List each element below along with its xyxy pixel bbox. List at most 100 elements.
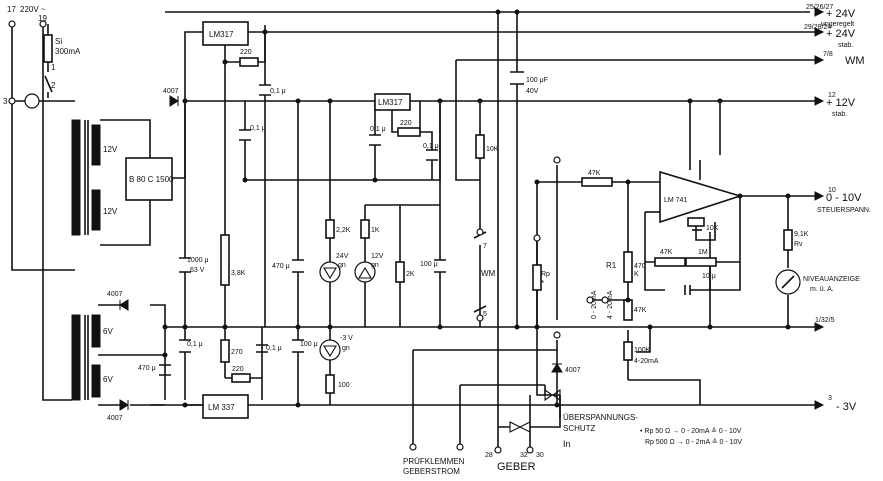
resistor-220-mid <box>397 127 421 137</box>
diode-4007-label-top: 4007 <box>163 88 179 95</box>
resistor-270 <box>220 339 230 363</box>
resistor-1m <box>685 257 717 267</box>
out-12v: + 12V <box>826 97 856 109</box>
led-glyphs <box>323 266 372 358</box>
led-neg3-label: -3 V <box>340 335 353 342</box>
lm337-label: LM 337 <box>208 403 235 412</box>
diode-4007-top <box>169 95 179 107</box>
r470k-k-label: K <box>634 271 639 278</box>
r2k2-label: 2,2K <box>336 227 351 234</box>
wm-pin5-label: 5 <box>483 311 487 318</box>
cap-01u-low <box>179 339 191 353</box>
led-neg3-gn-label: gn <box>342 345 350 352</box>
cap-01u-right <box>426 149 438 161</box>
xfmr-12v-b: 12V <box>103 207 118 216</box>
r220-bot-label: 220 <box>232 366 244 373</box>
fuse-label: Si <box>55 37 62 46</box>
resistor-2k <box>395 261 405 283</box>
r1-label: R1 <box>606 261 617 270</box>
c470u-low-label: 470 μ <box>138 365 156 372</box>
led24-gn-label: gn <box>338 262 346 269</box>
r2k-label: 2K <box>406 271 415 278</box>
r47k-low-label: 47K <box>634 307 647 314</box>
meter-needle <box>781 275 795 289</box>
out-steuer-sub: STEUERSPANN. <box>817 207 871 214</box>
r1k-label: 1K <box>371 227 380 234</box>
resistor-220-top <box>239 57 259 67</box>
resistor-10k <box>475 134 485 159</box>
mains-switch-symbol <box>24 93 40 109</box>
xfmr-12v-a: 12V <box>103 145 118 154</box>
ovp-label-2: SCHUTZ <box>563 424 596 433</box>
r100k-label: 100K <box>634 347 651 354</box>
terminal-17: 17 <box>7 5 16 14</box>
bridge-rectifier <box>125 157 173 201</box>
out-24v-unreg: + 24V <box>826 8 856 20</box>
terminal-19: 19 <box>38 14 47 23</box>
diode-4007-label-mid: 4007 <box>107 291 123 298</box>
diode-4007-label-bot: 4007 <box>107 415 123 422</box>
resistor-100 <box>325 374 335 394</box>
rv-label: Rv <box>794 241 803 248</box>
r100-label: 100 <box>338 382 350 389</box>
diode-4007-bot <box>119 399 129 411</box>
diode-4007-right-label: 4007 <box>565 367 581 374</box>
c01u-top-label: 0,1 μ <box>270 88 286 95</box>
c100u-low-label: 100 μ <box>300 341 318 348</box>
c01u-mid-label: 0,1 μ <box>370 126 386 133</box>
r270-label: 270 <box>231 349 243 356</box>
terminal-2: 2 <box>51 81 56 90</box>
resistor-47k-low <box>623 299 633 321</box>
out-neg3v: - 3V <box>836 401 857 413</box>
cap-470u <box>292 259 304 273</box>
c01u-low2-label: 0,1 μ <box>266 345 282 352</box>
ovp-label: ÜBERSPANNUNGS- <box>563 413 638 422</box>
wm-label: WM <box>481 269 496 278</box>
resistor-rp <box>532 264 542 291</box>
junction-dots <box>162 9 791 408</box>
transformer <box>71 119 101 401</box>
resistor-47k-fb <box>654 257 686 267</box>
out-steuer: 0 - 10V <box>826 192 862 204</box>
opamp-lm741 <box>659 170 743 224</box>
diode-4007-right <box>551 363 563 373</box>
resistor-3k8 <box>220 234 230 286</box>
lm317-mid-label: LM317 <box>378 98 403 107</box>
lm317-mid <box>374 93 411 111</box>
led12-gn-label: gn <box>371 262 379 269</box>
c10u-label: 10 μ <box>702 273 716 280</box>
resistor-470k <box>623 251 633 283</box>
cap-01u-mid <box>369 134 381 146</box>
led12-label: 12V <box>371 253 384 260</box>
r220-mid-label: 220 <box>400 120 412 127</box>
c01u-low-label: 0,1 μ <box>187 341 203 348</box>
r100k-sub-label: 4-20mA <box>634 358 659 365</box>
meter-label-1: NIVEAUANZEIGE <box>803 276 860 283</box>
c01u-left-label: 0,1 μ <box>250 125 266 132</box>
led-24v <box>319 261 341 283</box>
resistor-47k-top <box>581 177 613 187</box>
cap-1000u <box>179 257 191 273</box>
fuse-value: 300mA <box>55 47 81 56</box>
cap-470u-low <box>159 364 171 376</box>
cap-100u-low <box>292 339 304 353</box>
test-label-1: PRÜFKLEMMEN <box>403 457 465 466</box>
out-12v-sub: stab. <box>832 111 847 118</box>
opamp-label: LM 741 <box>664 197 687 204</box>
sel-0-20ma: 0 - 20mA <box>591 290 598 319</box>
wires <box>11 11 815 450</box>
fuse-symbol <box>43 34 53 63</box>
r220-top-label: 220 <box>240 49 252 56</box>
lm317-upper <box>202 21 249 46</box>
sel-4-20ma: 4 - 20mA <box>607 290 614 319</box>
output-arrows <box>810 7 825 410</box>
terminal-12: 12 <box>828 92 836 99</box>
c1000u-v-label: 63 V <box>190 267 205 274</box>
cap-10u <box>684 285 691 295</box>
led-neg3v <box>319 339 341 361</box>
out-wm: WM <box>845 55 865 67</box>
r3k8-label: 3,8K <box>231 270 246 277</box>
resistor-220-bot <box>231 373 251 383</box>
c470u-label: 470 μ <box>272 263 290 270</box>
